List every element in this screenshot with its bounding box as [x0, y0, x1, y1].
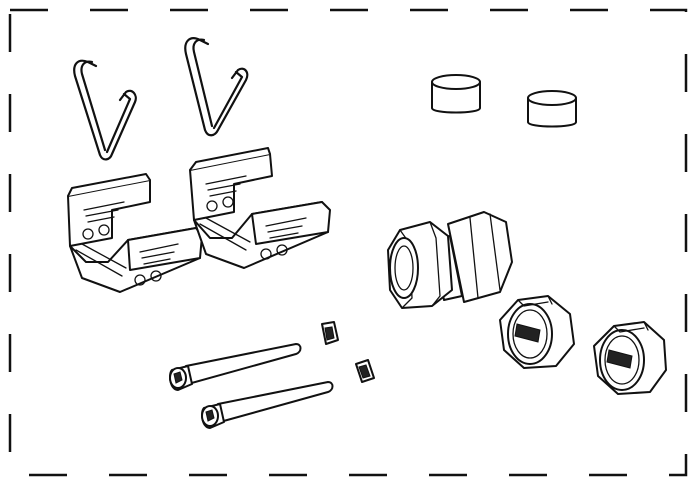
cable-gland: [387, 211, 513, 309]
square-nut: [321, 321, 339, 345]
hex-socket-screw: [169, 343, 302, 391]
wire-clip: [184, 37, 249, 137]
sealing-cap: [593, 321, 667, 395]
rubber-sleeve: [431, 74, 481, 114]
square-nut: [355, 359, 375, 383]
hex-socket-screw: [201, 381, 334, 429]
wire-clip: [73, 59, 137, 161]
mounting-bracket: [67, 173, 203, 293]
rubber-sleeve: [527, 90, 577, 128]
sealing-cap: [499, 295, 575, 369]
dashed-frame: [8, 8, 688, 477]
mounting-bracket: [189, 147, 331, 269]
